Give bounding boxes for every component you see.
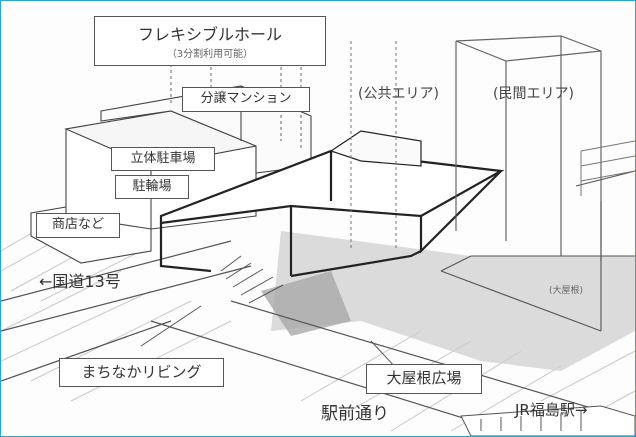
flexible-hall-note: （3分割利用可能）: [166, 49, 254, 60]
leader-lines: [140, 305, 397, 369]
road-lines: [1, 240, 635, 436]
public-area-label: (公共エリア): [358, 86, 439, 102]
public-area-guides: [350, 41, 397, 251]
route13-label: ←国道13号: [39, 272, 121, 291]
flexible-hall-title: フレキシブルホール: [137, 25, 282, 44]
plaza-label: 大屋根広場: [366, 364, 482, 394]
condominium-label: 分譲マンション: [182, 87, 310, 112]
train: [460, 405, 635, 436]
right-building: [580, 140, 635, 196]
machinaka-living-label: まちなかリビング: [59, 358, 224, 387]
parking-garage-label: 立体駐車場: [111, 147, 215, 171]
big-roof-label: (大屋根): [549, 286, 584, 296]
stairs: [220, 255, 284, 304]
plaza-shade-dark: [261, 271, 351, 336]
shops-label: 商店など: [36, 213, 120, 238]
station-street-label: 駅前通り: [321, 404, 389, 424]
flexible-hall-label: フレキシブルホール （3分割利用可能）: [94, 16, 326, 66]
private-area-label: (民間エリア): [493, 86, 574, 102]
bicycle-parking-label: 駐輪場: [115, 175, 189, 199]
jr-station-label: JR福島駅→: [515, 401, 588, 419]
private-tower: [455, 35, 602, 261]
big-roof: [440, 170, 635, 332]
public-building: [159, 130, 505, 278]
plaza-shade: [271, 231, 635, 371]
